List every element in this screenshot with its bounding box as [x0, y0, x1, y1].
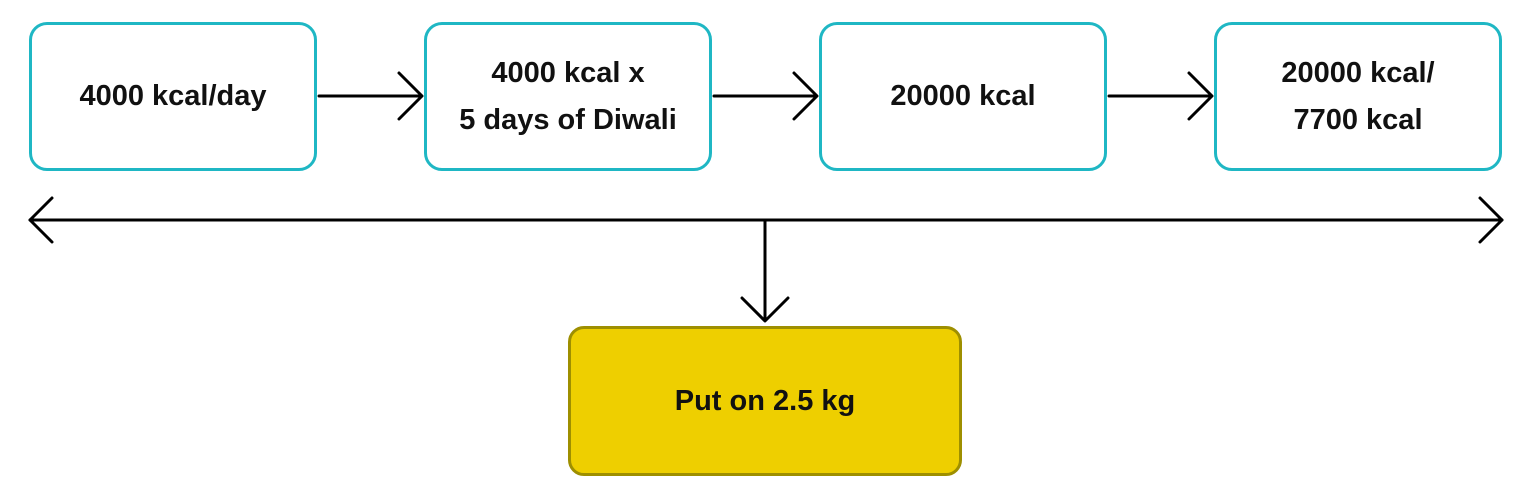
arrow-step1-to-step2: [317, 71, 424, 121]
arrow-step3-to-step4: [1107, 71, 1214, 121]
step-label: 4000 kcal x 5 days of Diwali: [459, 56, 677, 136]
step-box-daily-intake: 4000 kcal/day: [29, 22, 317, 171]
step-label: 20000 kcal: [890, 80, 1036, 112]
result-label: Put on 2.5 kg: [674, 384, 856, 417]
step-box-diwali-days: 4000 kcal x 5 days of Diwali: [424, 22, 712, 171]
arrow-to-result: [740, 218, 790, 323]
step-box-kcal-per-kg: 20000 kcal/ 7700 kcal: [1214, 22, 1502, 171]
step-label: 20000 kcal/ 7700 kcal: [1281, 56, 1435, 136]
arrow-step2-to-step3: [712, 71, 819, 121]
step-box-total-kcal: 20000 kcal: [819, 22, 1107, 171]
step-label: 4000 kcal/day: [79, 80, 267, 112]
result-box: Put on 2.5 kg: [568, 326, 962, 476]
